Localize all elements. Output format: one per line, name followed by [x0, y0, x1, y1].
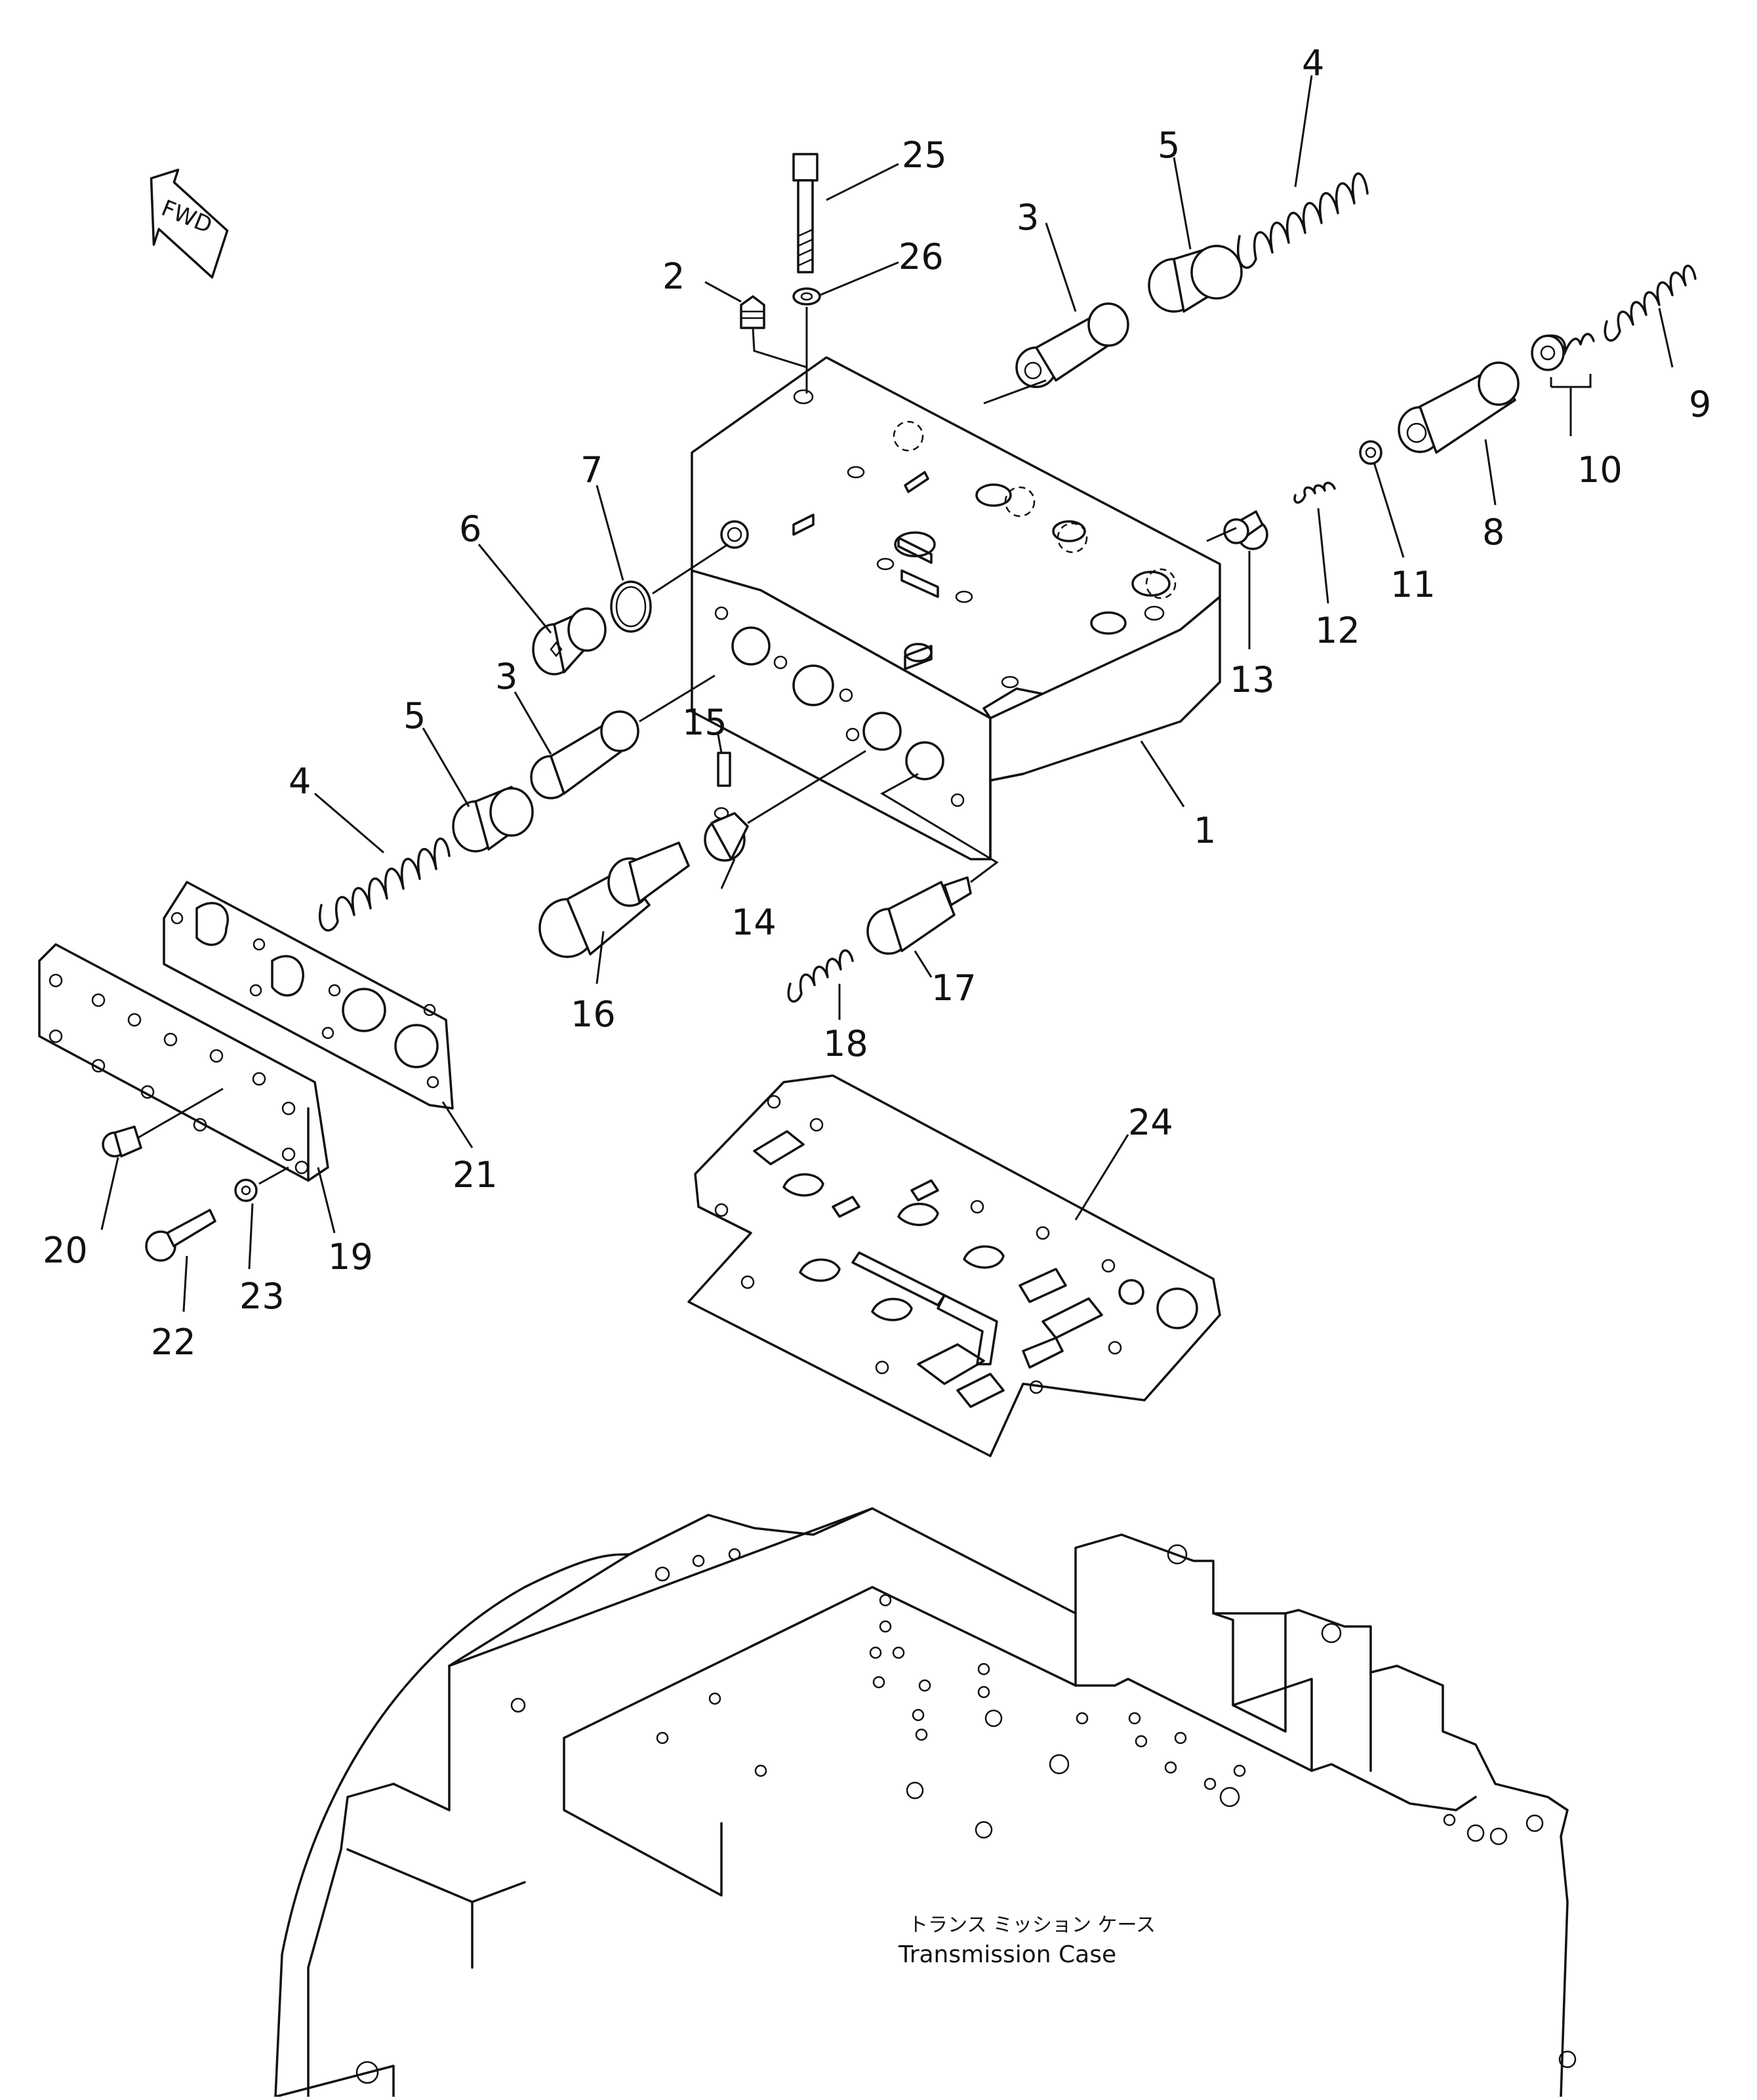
spool-8 — [1398, 361, 1520, 454]
label-9: 9 — [1689, 384, 1711, 425]
washer-23 — [234, 1179, 258, 1202]
label-20: 20 — [43, 1230, 88, 1271]
bolt-22 — [145, 1209, 216, 1262]
spring-9 — [1604, 264, 1697, 342]
label-11: 11 — [1390, 564, 1436, 605]
label-22: 22 — [151, 1322, 196, 1363]
spring-4-lower — [319, 838, 451, 932]
label-5-lower: 5 — [403, 695, 426, 737]
label-18: 18 — [823, 1023, 868, 1064]
spring-12 — [1293, 481, 1336, 504]
pin-15 — [717, 752, 731, 787]
cap-14 — [704, 807, 749, 862]
label-17: 17 — [931, 967, 977, 1009]
label-10: 10 — [1577, 449, 1623, 491]
label-12: 12 — [1315, 610, 1360, 651]
valve-body — [691, 356, 1221, 860]
label-4-lower: 4 — [289, 761, 311, 802]
spool-3-lower — [530, 710, 639, 799]
spring-10 — [1531, 333, 1595, 371]
valve-17 — [866, 876, 972, 955]
cap-13 — [1223, 510, 1268, 550]
label-4-upper: 4 — [1302, 43, 1324, 84]
bolt-25 — [792, 153, 818, 273]
label-24: 24 — [1128, 1102, 1173, 1143]
transmission-case — [274, 1507, 1577, 2098]
leader-lines — [100, 75, 1674, 1312]
label-13: 13 — [1230, 659, 1275, 700]
sleeve-5-lower — [452, 786, 534, 853]
label-14: 14 — [731, 902, 777, 943]
label-23: 23 — [239, 1276, 285, 1317]
fwd-arrow-icon: FWD — [150, 169, 229, 279]
label-19: 19 — [328, 1236, 373, 1278]
gasket-24 — [687, 1074, 1221, 1457]
label-15: 15 — [682, 702, 727, 743]
label-1: 1 — [1194, 810, 1216, 851]
label-26: 26 — [899, 236, 944, 277]
label-21: 21 — [453, 1154, 498, 1196]
spool-3-upper — [1015, 302, 1129, 388]
label-25: 25 — [902, 134, 947, 176]
label-7: 7 — [580, 449, 603, 491]
spring-18 — [787, 949, 854, 1003]
label-6: 6 — [459, 508, 481, 550]
sleeve-5-upper — [1148, 245, 1243, 313]
case-label-japanese: トランス ミッション ケース — [908, 1914, 1156, 1937]
label-16: 16 — [571, 994, 616, 1035]
label-3-lower: 3 — [495, 656, 517, 697]
part-labels: 25 26 2 3 5 4 9 10 8 11 12 13 1 6 7 3 5 … — [43, 43, 1711, 1363]
label-5-upper: 5 — [1158, 125, 1180, 166]
plug-6 — [532, 607, 607, 676]
plug-20 — [102, 1125, 142, 1158]
washer-26 — [792, 287, 821, 306]
spring-4-upper — [1236, 172, 1369, 269]
cover-19 — [38, 943, 329, 1182]
label-2: 2 — [662, 256, 685, 297]
plug-11 — [1359, 440, 1383, 465]
plug-2 — [740, 295, 765, 329]
label-8: 8 — [1482, 512, 1505, 553]
piston-16 — [538, 841, 690, 958]
label-3-upper: 3 — [1017, 197, 1039, 238]
case-label-english: Transmission Case — [898, 1941, 1116, 1968]
gasket-21 — [163, 881, 454, 1110]
o-ring-7 — [610, 580, 652, 633]
